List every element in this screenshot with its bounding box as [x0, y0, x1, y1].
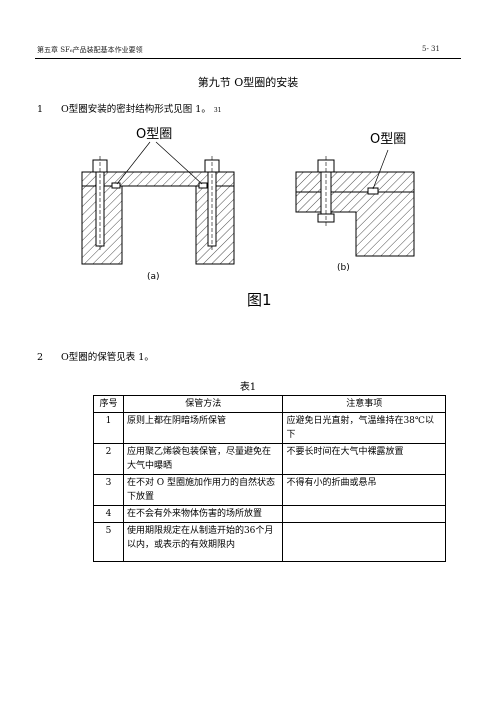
cell-method: 原则上都在阴暗场所保管	[122, 412, 284, 444]
cell-seq: 3	[93, 474, 124, 506]
paragraph-1: 1 O型圈安装的密封结构形式见图 1。31	[37, 101, 222, 115]
cell-method: 使用期限规定在从制造开始的36个月以内，或表示的有效期限内	[122, 522, 284, 562]
header-rule	[35, 58, 461, 59]
table-row: 5 使用期限规定在从制造开始的36个月以内，或表示的有效期限内	[93, 522, 446, 562]
figure-a-sublabel: (a)	[147, 272, 160, 282]
paragraph-1-number: 1	[37, 104, 44, 115]
paragraph-2-text: O型圈的保管见表 1。	[61, 352, 154, 363]
table-row: 1 原则上都在阴暗场所保管 应避免日光直射，气温维持在38℃以下	[93, 412, 446, 444]
cell-seq: 5	[93, 522, 124, 562]
cell-notes	[282, 522, 446, 562]
header-notes: 注意事项	[282, 395, 446, 413]
cell-method: 在不对 O 型圈施加作用力的自然状态下放置	[122, 474, 284, 506]
figure-b-oring-label: O型圈	[370, 132, 407, 147]
header-page-number: 5- 31	[422, 45, 440, 53]
cell-method: 在不会有外来物体伤害的场所放置	[122, 505, 284, 523]
storage-table: 序号 保管方法 注意事项 1 原则上都在阴暗场所保管 应避免日光直射，气温维持在…	[93, 395, 446, 562]
section-title: 第九节 O型圈的安装	[197, 76, 299, 89]
cell-seq: 4	[93, 505, 124, 523]
table-row: 4 在不会有外来物体伤害的场所放置	[93, 505, 446, 523]
table-row: 2 应用聚乙烯袋包装保管，尽量避免在大气中曝晒 不要长时间在大气中裸露放置	[93, 443, 446, 475]
figure-b-drawing	[295, 149, 415, 257]
cell-notes	[282, 505, 446, 523]
figure-a-drawing	[81, 141, 235, 265]
cell-method: 应用聚乙烯袋包装保管，尽量避免在大气中曝晒	[122, 443, 284, 475]
header-method: 保管方法	[122, 395, 284, 413]
cell-seq: 1	[93, 412, 124, 444]
paragraph-2: 2 O型圈的保管见表 1。	[37, 349, 154, 363]
table-caption: 表1	[239, 382, 257, 393]
table-header-row: 序号 保管方法 注意事项	[93, 395, 446, 413]
table-row: 3 在不对 O 型圈施加作用力的自然状态下放置 不得有小的折曲或悬吊	[93, 474, 446, 506]
cell-seq: 2	[93, 443, 124, 475]
paragraph-1-text: O型圈安装的密封结构形式见图 1。	[61, 104, 211, 115]
cell-notes: 应避免日光直射，气温维持在38℃以下	[282, 412, 446, 444]
header-seq: 序号	[93, 395, 124, 413]
figure-a-oring-label: O型圈	[136, 127, 173, 142]
cell-notes: 不得有小的折曲或悬吊	[282, 474, 446, 506]
paragraph-2-number: 2	[37, 352, 44, 363]
header-chapter: 第五章 SF₆产品装配基本作业要领	[37, 46, 143, 54]
cell-notes: 不要长时间在大气中裸露放置	[282, 443, 446, 475]
figure-caption: 图1	[247, 291, 272, 309]
figure-b-sublabel: (b)	[337, 263, 350, 273]
paragraph-1-ref: 31	[213, 107, 222, 114]
